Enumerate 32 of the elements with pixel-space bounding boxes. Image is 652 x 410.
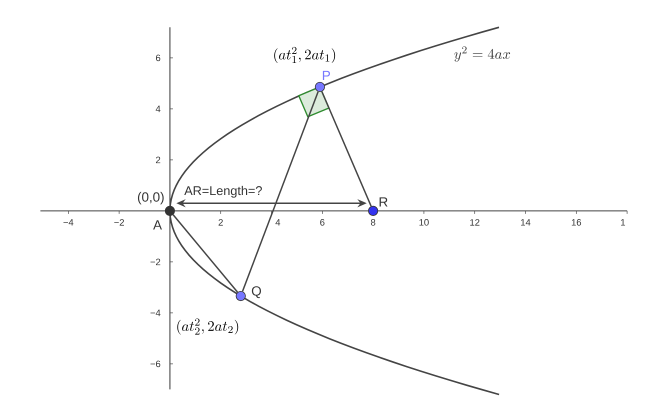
equation-label: $y^2 = 4ax$: [454, 46, 510, 62]
tick-label: −2: [114, 219, 124, 226]
line-segment: [172, 214, 238, 293]
tick-label: 12: [470, 219, 480, 226]
point-label: (0,0): [138, 192, 164, 204]
point-dot: [164, 206, 175, 216]
tick-label: 16: [572, 219, 582, 226]
point-dot: [368, 206, 378, 216]
point-dot: [236, 291, 246, 302]
point-label: R: [380, 197, 388, 207]
line-segment: [242, 92, 319, 292]
point-dot: [314, 82, 325, 92]
point-label: A: [153, 220, 162, 230]
tick-label: 14: [521, 219, 530, 226]
tick-label: −4: [63, 219, 74, 226]
tick-label: 6: [320, 219, 324, 226]
tick-label: 6: [156, 54, 160, 62]
tick-label: 4: [275, 219, 280, 226]
tick-label: 10: [419, 219, 429, 226]
coordinate-label: $(at_2^2, 2at_2)$: [177, 318, 238, 335]
tick-label: 1: [621, 219, 626, 226]
tick-label: −6: [150, 360, 160, 368]
coordinate-label: $(at_1^2, 2at_1)$: [274, 47, 336, 64]
tick-label: −4: [150, 310, 160, 316]
tick-label: −2: [150, 258, 160, 266]
edge-label: AR=Length=?: [184, 186, 262, 198]
tick-label: 2: [156, 156, 160, 164]
point-label: P: [322, 71, 330, 80]
tick-label: 2: [218, 219, 223, 226]
point-label: Q: [252, 286, 261, 298]
line-segment: [321, 91, 372, 207]
tick-label: 4: [156, 106, 160, 112]
